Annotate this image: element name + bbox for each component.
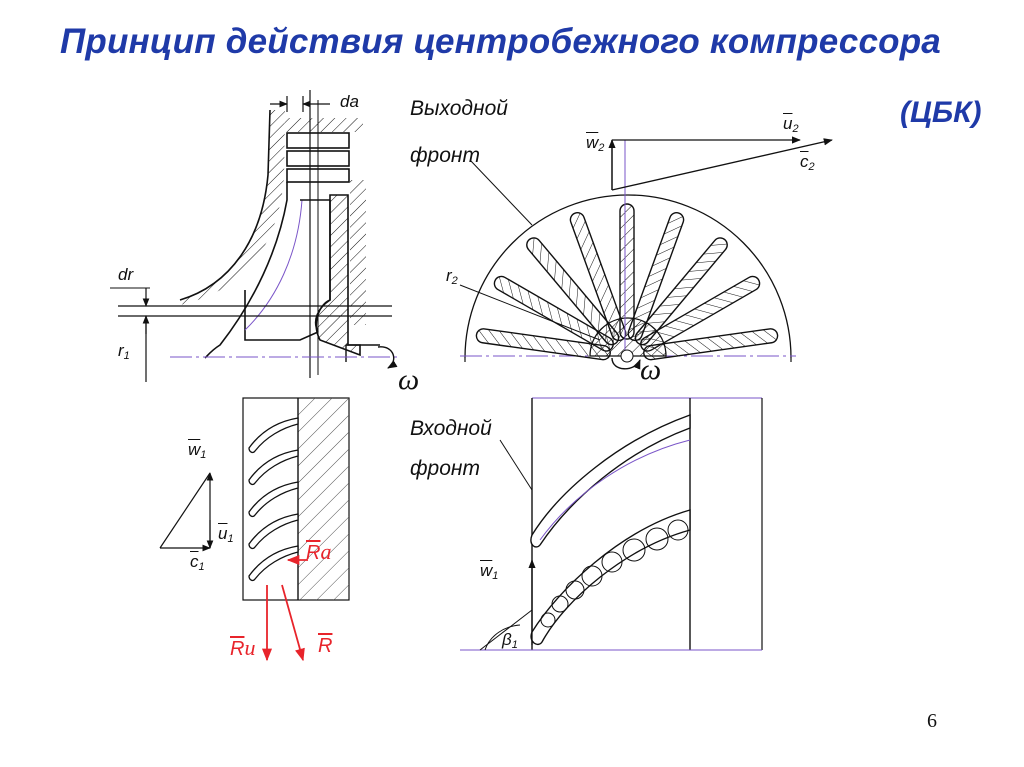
impeller-front-view-drawing: [459, 136, 833, 370]
slide-title: Принцип действия центробежного компрессо…: [60, 22, 941, 61]
label-inlet-front-2: фронт: [410, 457, 480, 480]
label-w1-right: w1: [480, 561, 499, 582]
label-r1: r1: [118, 341, 130, 362]
label-omega-left: ω: [398, 363, 420, 396]
label-Ra: Ra: [306, 539, 332, 564]
page-number: 6: [927, 710, 937, 732]
inducer-section-drawing: [159, 397, 350, 662]
label-Ru: Ru: [230, 635, 256, 660]
label-omega-right: ω: [640, 353, 662, 386]
label-c1: c1: [190, 552, 205, 573]
label-inlet-front-1: Входной: [410, 417, 492, 440]
impeller-section-drawing: [110, 90, 400, 382]
label-w1-left: w1: [188, 440, 207, 461]
inlet-cascade-drawing: [460, 397, 763, 651]
label-exit-front-1: Выходной: [410, 97, 508, 120]
label-beta1: β1: [502, 630, 518, 651]
slide-subtitle: (ЦБК): [900, 96, 982, 129]
label-u1: u1: [218, 524, 234, 545]
label-exit-front-2: фронт: [410, 144, 480, 167]
label-da: da: [340, 92, 359, 111]
label-c2: c2: [800, 152, 815, 173]
label-R: R: [318, 635, 333, 657]
label-r2: r2: [446, 266, 458, 287]
label-w2: w2: [586, 133, 605, 154]
label-u2: u2: [783, 114, 799, 135]
label-dr: dr: [118, 265, 134, 284]
